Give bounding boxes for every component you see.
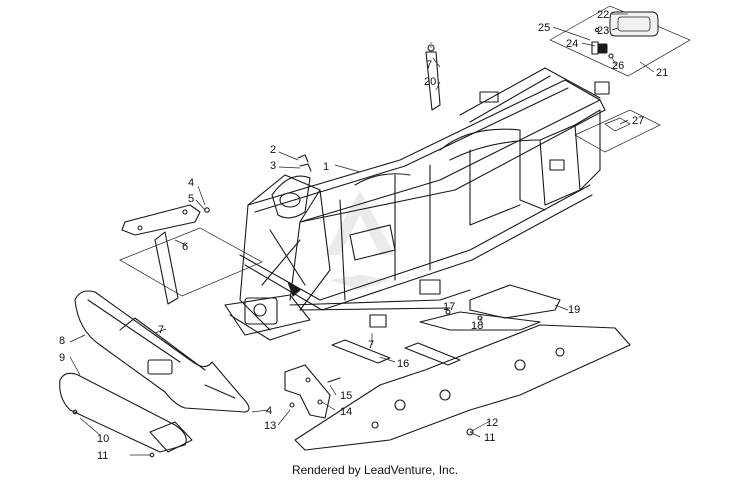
callout-7-bumper: 7 — [158, 324, 164, 336]
callout-5: 5 — [188, 193, 194, 205]
callout-7-frame: 7 — [368, 339, 374, 351]
bracket-panel — [119, 227, 263, 297]
main-frame — [224, 67, 610, 341]
callout-26: 26 — [612, 60, 624, 72]
callout-6: 6 — [182, 241, 188, 253]
callout-18: 18 — [471, 320, 483, 332]
callout-16: 16 — [397, 358, 409, 370]
callout-labels: 1 2 3 4 4 5 6 7 7 7 8 9 10 11 11 12 13 1… — [59, 9, 668, 462]
mount-bracket — [284, 364, 341, 419]
callout-19: 19 — [568, 304, 580, 316]
footrest-bracket — [419, 284, 561, 331]
callout-7-strut: 7 — [426, 59, 432, 71]
callout-8: 8 — [59, 335, 65, 347]
callout-1: 1 — [323, 161, 329, 173]
front-skid — [59, 372, 193, 458]
callout-25: 25 — [538, 22, 550, 34]
callout-15: 15 — [340, 390, 352, 402]
callout-12: 12 — [486, 417, 498, 429]
callout-10: 10 — [97, 433, 109, 445]
callout-4-lower: 4 — [266, 405, 272, 417]
callout-24: 24 — [566, 38, 578, 50]
callout-23: 23 — [597, 25, 609, 37]
callout-3: 3 — [270, 160, 276, 172]
brace-strut — [425, 40, 441, 111]
front-bumper — [74, 290, 250, 413]
callout-20: 20 — [424, 76, 436, 88]
callout-17: 17 — [443, 301, 455, 313]
callout-21: 21 — [656, 67, 668, 79]
skid-plate — [294, 324, 631, 451]
callout-22: 22 — [597, 9, 609, 21]
callout-9: 9 — [59, 352, 65, 364]
taillight-assembly — [549, 5, 691, 77]
floor-pads — [331, 339, 461, 366]
callout-11-front: 11 — [97, 450, 108, 462]
footer-credit: Rendered by LeadVenture, Inc. — [291, 463, 459, 477]
front-bracket — [121, 204, 210, 305]
callout-11-rear: 11 — [484, 432, 495, 444]
callout-14: 14 — [340, 406, 352, 418]
callout-13: 13 — [264, 420, 276, 432]
watermark-logo — [325, 190, 395, 290]
callout-4-upper: 4 — [188, 177, 194, 189]
callout-2: 2 — [270, 144, 276, 156]
callout-27: 27 — [632, 115, 644, 127]
steering-support — [271, 154, 312, 219]
leader-lines — [69, 13, 655, 456]
rear-plate — [574, 109, 661, 153]
